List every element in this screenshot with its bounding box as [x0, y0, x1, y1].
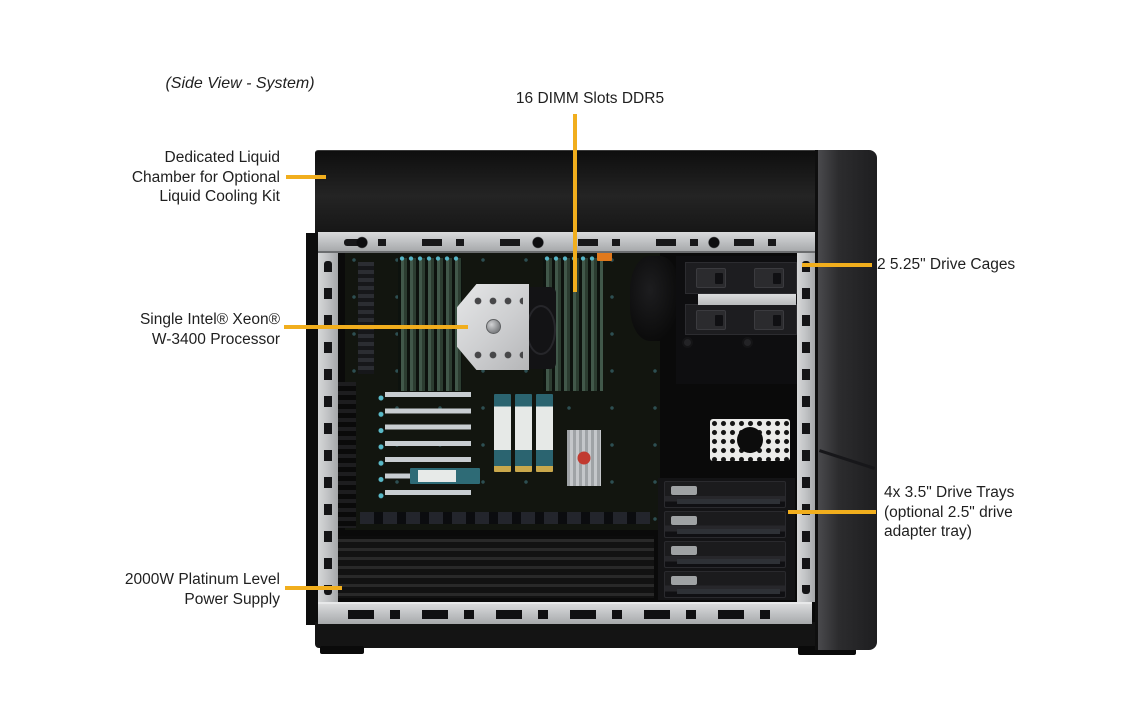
- leader-line-liquid-chamber: [286, 175, 326, 179]
- dimm-bank-left: [398, 256, 462, 391]
- callout-dimm-slots: 16 DIMM Slots DDR5: [515, 90, 665, 107]
- m2-ssd-horizontal: [410, 468, 480, 484]
- leader-line-drive-cages: [802, 263, 872, 267]
- drive-cage-5-25-bottom: [685, 304, 797, 335]
- chassis-base: [315, 622, 856, 648]
- m2-ssd-2: [515, 394, 532, 472]
- callout-text-line: Liquid Cooling Kit: [159, 188, 280, 205]
- cable-bundle: [630, 256, 680, 341]
- leader-line-processor: [284, 325, 468, 329]
- callout-text-line: W-3400 Processor: [151, 330, 280, 348]
- drive-tray: [664, 481, 786, 508]
- tray-handle: [671, 576, 697, 585]
- callout-text-line: Dedicated Liquid: [164, 149, 280, 166]
- right-rail: [797, 253, 815, 602]
- drive-tray: [664, 541, 786, 568]
- m2-ssd-3: [536, 394, 553, 472]
- cage-latch: [696, 310, 726, 330]
- callout-power-supply: 2000W Platinum Level Power Supply: [78, 570, 280, 609]
- tray-handle: [671, 546, 697, 555]
- drive-tray: [664, 571, 786, 598]
- drive-tray: [664, 511, 786, 538]
- chipset-heatsink: [567, 430, 601, 486]
- callout-drive-trays: 4x 3.5" Drive Trays (optional 2.5" drive…: [884, 483, 1119, 542]
- chassis-foot: [320, 646, 364, 654]
- callout-text-line: Chamber for Optional: [131, 168, 280, 186]
- vrm-heatsink: [358, 262, 374, 374]
- liquid-chamber-cover: [315, 150, 816, 233]
- callout-text-line: Single Intel® Xeon®: [139, 311, 280, 328]
- callout-text-line: 4x 3.5" Drive Trays: [884, 484, 1015, 501]
- callout-text-line: 2000W Platinum Level: [124, 571, 280, 588]
- drive-tray-stack: [658, 478, 795, 600]
- cage-latch: [696, 268, 726, 288]
- tray-handle: [671, 516, 697, 525]
- callout-text-line: (optional 2.5" drive: [884, 503, 1013, 521]
- callout-text-line: adapter tray): [884, 523, 972, 540]
- capacitor-column: [377, 394, 385, 504]
- drive-pcb: [677, 499, 780, 504]
- cage-latch: [754, 268, 784, 288]
- chassis-left-edge: [306, 233, 319, 625]
- drive-cage-5-25-top: [685, 262, 797, 294]
- fan-vent-plate: [710, 419, 790, 461]
- drive-pcb: [677, 559, 780, 564]
- cage-latch: [754, 310, 784, 330]
- pcie-slots: [385, 392, 471, 506]
- bottom-rail: [318, 602, 812, 624]
- thumbscrew: [742, 337, 753, 348]
- callout-processor: Single Intel® Xeon® W-3400 Processor: [73, 310, 280, 349]
- leader-line-power-supply: [285, 586, 342, 590]
- callout-liquid-chamber: Dedicated Liquid Chamber for Optional Li…: [73, 148, 280, 207]
- figure-title: (Side View - System): [165, 75, 315, 92]
- cage-bracket: [698, 294, 796, 305]
- power-supply: [336, 536, 654, 598]
- callout-text-line: Power Supply: [184, 590, 280, 608]
- front-bezel: [815, 150, 877, 650]
- top-rail: [318, 232, 815, 253]
- drive-pcb: [677, 589, 780, 594]
- m2-ssd-1: [494, 394, 511, 472]
- drive-pcb: [677, 529, 780, 534]
- chassis-foot: [798, 646, 856, 655]
- leader-line-drive-trays: [788, 510, 876, 514]
- motherboard-edge-connectors: [360, 512, 650, 524]
- callout-drive-cages: 2 5.25" Drive Cages: [877, 256, 1016, 273]
- power-connector: [597, 252, 612, 261]
- fan-hub: [737, 427, 763, 453]
- heatsink-red-cap: [577, 451, 591, 465]
- cpu-cooler-screw: [486, 319, 501, 334]
- thumbscrew: [682, 337, 693, 348]
- tray-handle: [671, 486, 697, 495]
- left-rail: [318, 253, 338, 603]
- leader-line-dimm: [573, 114, 577, 292]
